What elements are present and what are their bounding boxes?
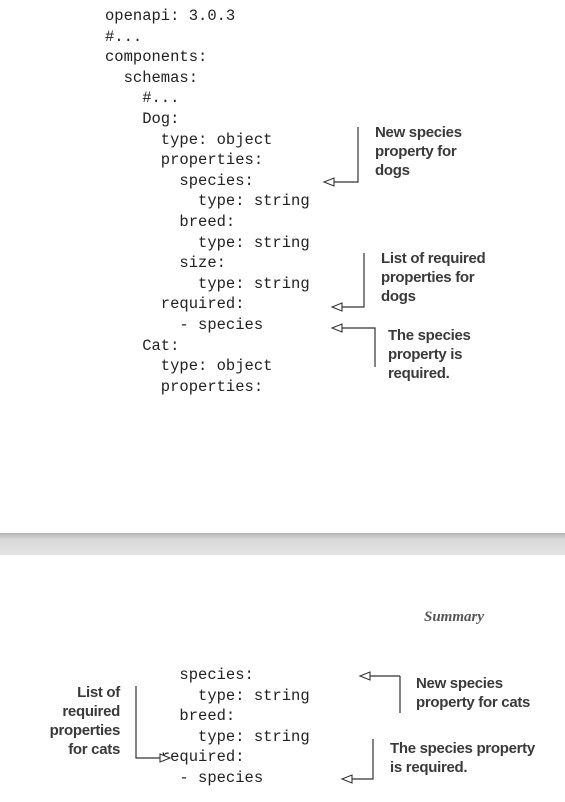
- code-listing-bottom: species: type: string breed: type: strin…: [105, 665, 310, 789]
- callout-line-new-species-dogs: [334, 127, 359, 183]
- code-line: properties:: [105, 151, 264, 170]
- code-line: - species: [105, 768, 264, 787]
- arrowhead-left-icon: [330, 323, 343, 333]
- annotation-required-list-dogs: List of required properties for dogs: [381, 250, 486, 305]
- annotation-species-required-cats: The species property is required.: [390, 740, 535, 776]
- annotation-required-list-cats: List of required properties for cats: [49, 684, 121, 758]
- code-line: size:: [105, 254, 226, 273]
- code-line: breed:: [105, 707, 236, 726]
- callout-line-required-cats: [135, 686, 160, 759]
- code-line: properties:: [105, 377, 264, 396]
- callout-line-species-required-cats: [352, 739, 374, 780]
- code-line: #...: [105, 27, 143, 46]
- callout-line-new-species-cats: [370, 675, 401, 713]
- annotation-new-species-cats: New species property for cats: [416, 675, 531, 711]
- arrowhead-left-icon: [358, 671, 371, 681]
- arrowhead-left-icon: [340, 774, 353, 784]
- page-bottom: Summary species: type: string breed: typ…: [0, 555, 565, 802]
- code-line: type: object: [105, 357, 273, 376]
- code-line: openapi: 3.0.3: [105, 7, 236, 25]
- code-listing-top: openapi: 3.0.3 #... components: schemas: #…: [105, 6, 310, 397]
- code-line: type: string: [105, 686, 310, 705]
- callout-line-species-required-dogs: [342, 327, 376, 367]
- code-line: components:: [105, 48, 208, 67]
- page-top: openapi: 3.0.3 #... components: schemas: #…: [105, 6, 486, 397]
- code-line: type: string: [105, 274, 310, 293]
- code-line: required:: [105, 748, 245, 767]
- annotation-new-species-dogs: New species property for dogs: [375, 124, 462, 179]
- code-line: schemas:: [105, 68, 199, 87]
- code-line: type: object: [105, 130, 273, 149]
- arrowhead-left-icon: [322, 177, 335, 187]
- code-line: - species: [105, 315, 264, 334]
- code-line: required:: [105, 295, 245, 314]
- code-line: type: string: [105, 727, 310, 746]
- code-line: Cat:: [105, 336, 180, 355]
- code-line: species:: [105, 666, 254, 684]
- page-separator: [0, 533, 565, 555]
- running-head: Summary: [424, 609, 485, 625]
- callout-line-required-dogs: [342, 253, 365, 308]
- code-line: Dog:: [105, 109, 180, 128]
- annotation-species-required-dogs: The species property is required.: [388, 327, 471, 382]
- code-line: type: string: [105, 233, 310, 252]
- code-line: breed:: [105, 212, 236, 231]
- code-line: type: string: [105, 192, 310, 211]
- code-line: species:: [105, 171, 254, 190]
- arrowhead-right-icon: [159, 753, 172, 763]
- arrowhead-left-icon: [330, 302, 343, 312]
- code-line: #...: [105, 89, 180, 108]
